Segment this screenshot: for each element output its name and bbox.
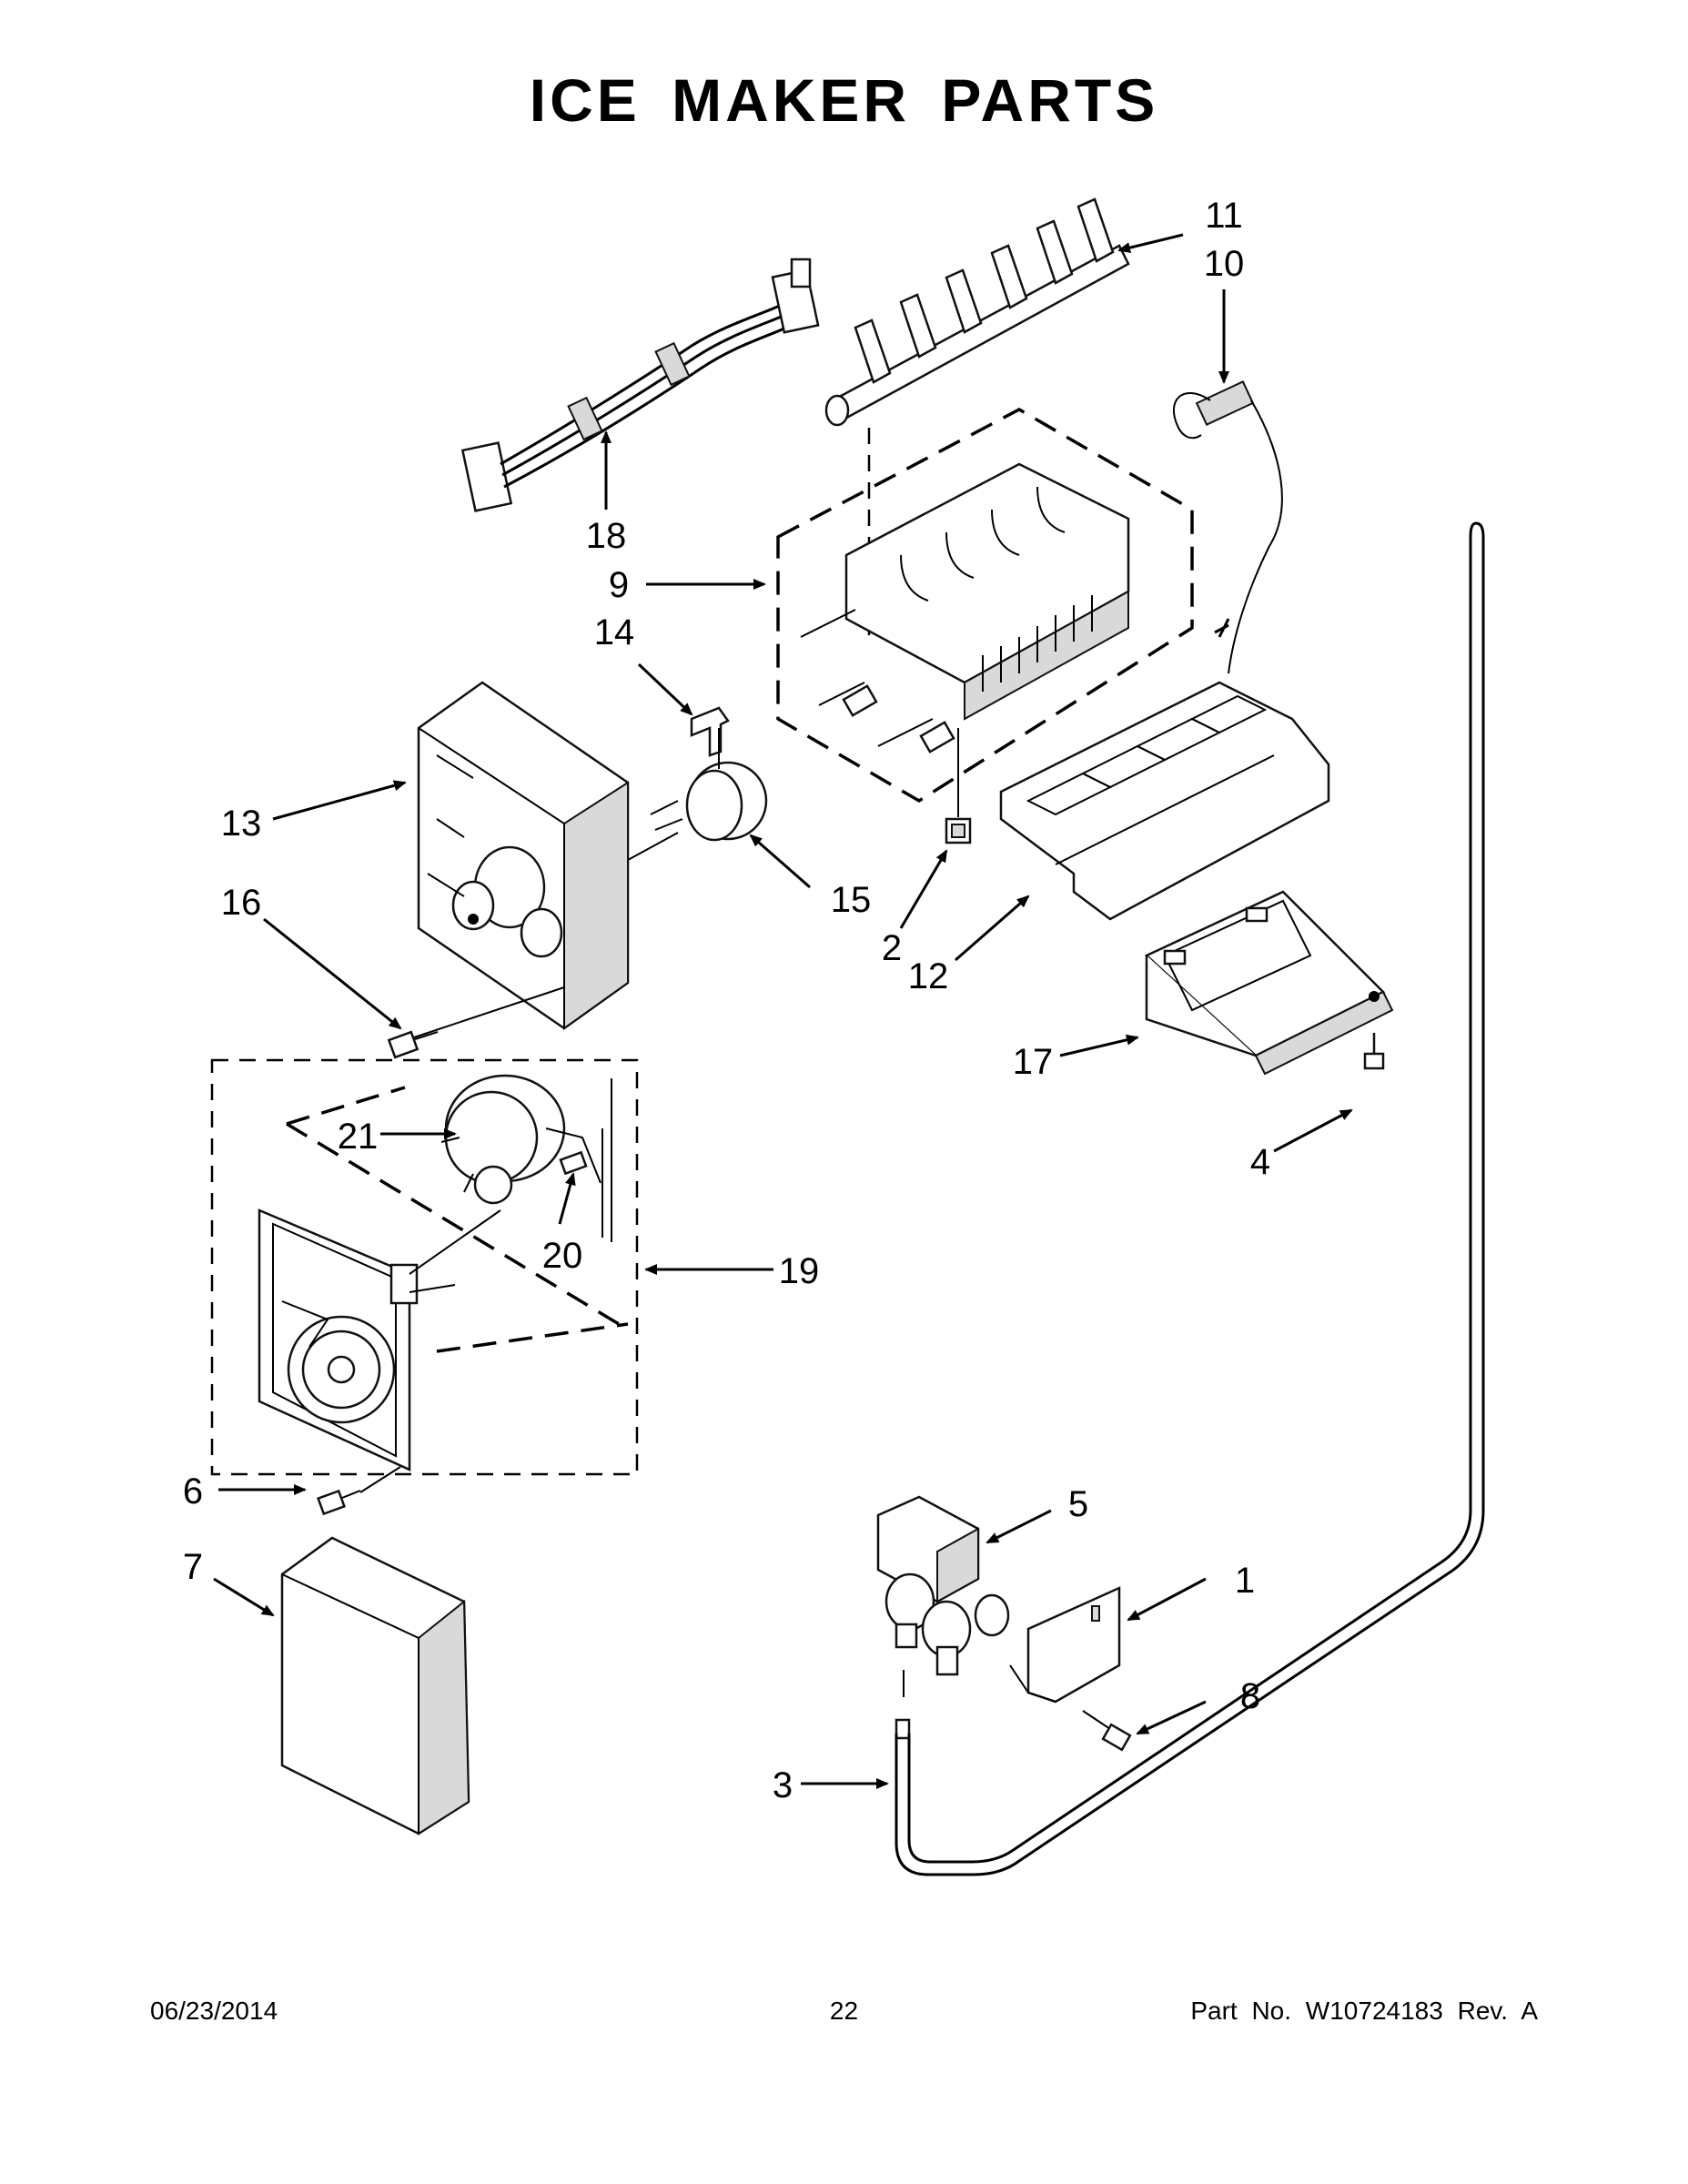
callout-11: 11 (1205, 196, 1243, 236)
water-tube-part-3 (895, 521, 1485, 1876)
page-title: ICE MAKER PARTS (529, 66, 1159, 134)
mounting-bracket-part-17 (1144, 890, 1394, 1076)
control-module-boundary (210, 1058, 639, 1476)
arrow-20 (558, 1172, 576, 1225)
switch-part-20 (559, 1150, 588, 1176)
footer-page-number: 22 (829, 1997, 859, 2025)
arrow-2 (899, 849, 948, 929)
footer-date: 06/23/2014 (150, 1997, 278, 2025)
water-valve-part-5 (876, 1495, 1010, 1676)
callout-21: 21 (338, 1117, 379, 1157)
front-cover-part-7 (280, 1536, 470, 1835)
arrow-13 (272, 780, 407, 821)
module-explode-lines (286, 1086, 629, 1353)
ejector-part (824, 197, 1130, 427)
mold-assembly-boundary (776, 408, 1194, 804)
screw-part-8 (1082, 1710, 1132, 1752)
callout-12: 12 (908, 956, 949, 996)
arrow-7 (213, 1577, 275, 1617)
arrow-15 (749, 834, 811, 889)
module-gear-link (409, 1209, 501, 1275)
ice-stripper-part-12 (999, 681, 1330, 921)
valve-bracket-part-1 (1009, 1586, 1121, 1704)
callout-3: 3 (773, 1765, 793, 1805)
callout-2: 2 (882, 928, 902, 968)
module-board (258, 1208, 456, 1471)
callout-19: 19 (779, 1251, 820, 1291)
clip-part-2 (945, 817, 972, 844)
arrow-1 (1127, 1577, 1207, 1622)
motor-part-21 (440, 1074, 612, 1242)
callout-9: 9 (609, 565, 629, 605)
arrow-14 (637, 662, 693, 716)
callout-18: 18 (586, 516, 627, 556)
screw6-link (359, 1466, 401, 1493)
callout-7: 7 (183, 1547, 203, 1587)
arrow-8 (1136, 1700, 1207, 1735)
control-housing-part-13 (417, 681, 630, 1030)
arrow-16 (263, 917, 402, 1030)
thermostat-part (1173, 380, 1283, 674)
callout-20: 20 (542, 1236, 583, 1276)
arrow-5 (986, 1509, 1052, 1544)
callout-14: 14 (594, 612, 635, 652)
footer-part-number: Part No. W10724183 Rev. A (1190, 1997, 1538, 2025)
arrow-17 (1059, 1034, 1139, 1057)
arrow-12 (955, 895, 1030, 962)
housing-fuse-link (627, 832, 679, 861)
screw-part-4 (1363, 1033, 1385, 1070)
housing-screw-link (413, 986, 565, 1038)
arrow-4 (1273, 1108, 1353, 1153)
callout-10: 10 (1204, 244, 1245, 284)
screw-part-6 (317, 1489, 361, 1516)
callout-15: 15 (831, 880, 872, 920)
callout-1: 1 (1235, 1561, 1255, 1601)
callout-labels: 11 10 18 9 14 13 15 2 12 16 17 4 21 20 1… (183, 196, 1270, 1805)
ice-mold-part (800, 462, 1130, 753)
arrow-11 (1117, 233, 1184, 253)
leader-arrows (213, 233, 1353, 1789)
callout-6: 6 (183, 1471, 203, 1512)
clip-part-14 (690, 706, 730, 757)
fuse-part-15 (650, 761, 768, 842)
callout-17: 17 (1013, 1042, 1054, 1082)
callout-5: 5 (1068, 1484, 1088, 1524)
callout-8: 8 (1240, 1676, 1260, 1716)
callout-16: 16 (221, 883, 262, 923)
callout-4: 4 (1250, 1142, 1270, 1182)
screw-part-16 (387, 1030, 439, 1059)
wire-harness-part (460, 258, 820, 512)
callout-13: 13 (221, 804, 262, 844)
